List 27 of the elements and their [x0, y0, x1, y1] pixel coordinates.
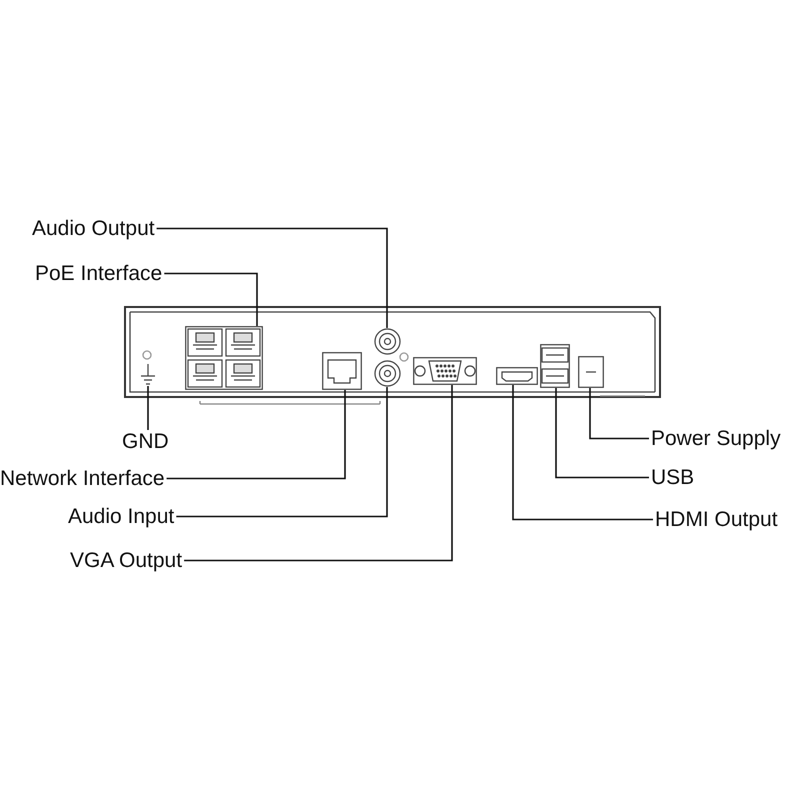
leader-line: [166, 390, 346, 480]
leader-line: [164, 272, 258, 326]
ethernet-port-icon: [322, 352, 362, 390]
vga-port-icon: [413, 357, 477, 385]
callout-label: Network Interface: [0, 468, 165, 489]
callout-label: Audio Input: [68, 506, 174, 527]
callout-label: USB: [651, 467, 694, 488]
leader-line: [147, 386, 149, 430]
leader-line: [156, 228, 388, 328]
audio-output-jack-icon: [374, 328, 401, 355]
callout-label: VGA Output: [70, 550, 182, 571]
callout-label: PoE Interface: [35, 263, 162, 284]
callout-label: Audio Output: [32, 218, 155, 239]
callout-label: Power Supply: [651, 428, 781, 449]
power-socket-icon: [578, 356, 604, 388]
hdmi-port-icon: [496, 367, 538, 385]
leader-line: [555, 388, 649, 478]
leader-line: [176, 387, 388, 518]
leader-line: [512, 385, 653, 520]
callout-label: HDMI Output: [655, 509, 778, 530]
leader-line: [589, 388, 649, 440]
usb-ports-icon: [540, 344, 570, 388]
audio-input-jack-icon: [374, 360, 401, 387]
callout-label: GND: [122, 431, 169, 452]
leader-line: [184, 385, 453, 562]
ground-symbol-icon: [140, 364, 156, 386]
poe-ports-icon: [185, 326, 263, 390]
